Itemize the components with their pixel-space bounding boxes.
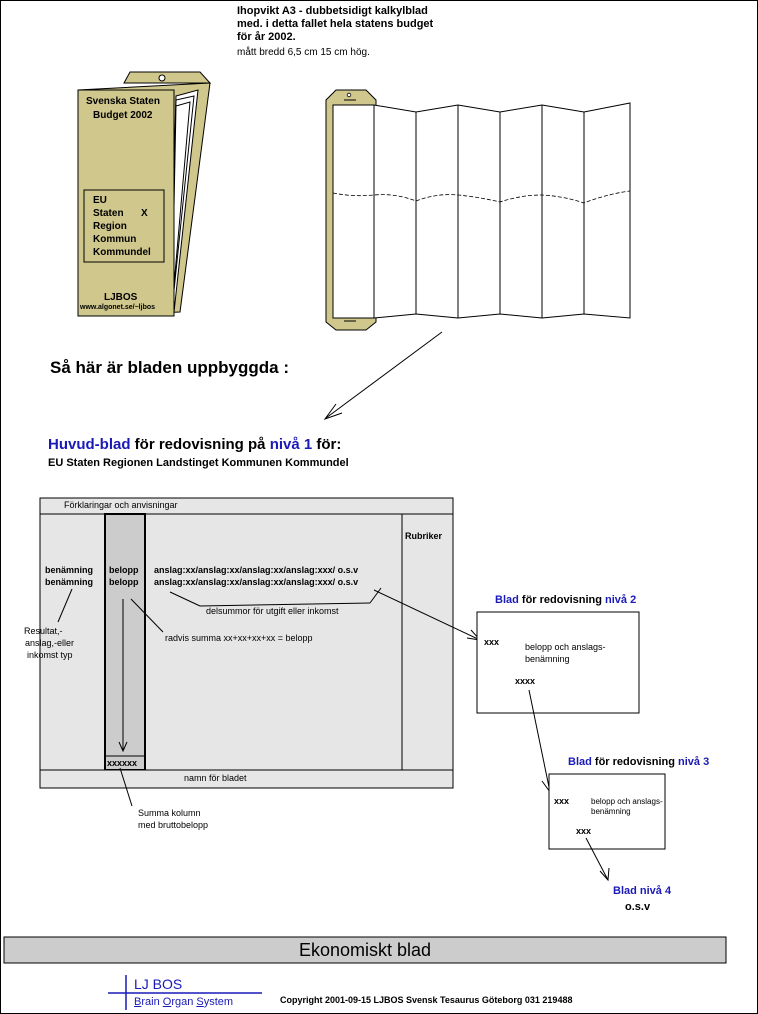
- main-heading-part-3: nivå 1: [269, 436, 313, 453]
- sheet-rubriker: Rubriker: [405, 531, 443, 541]
- logo-rain: rain: [141, 996, 163, 1008]
- intro-line-4: mått bredd 6,5 cm 15 cm hög.: [237, 47, 370, 58]
- level-2-heading-b: för redovisning: [518, 594, 606, 606]
- folder-option-eu: EU: [93, 195, 107, 206]
- folder-url: www.algonet.se/~ljbos: [80, 304, 156, 311]
- level-3-heading-b: för redovisning: [591, 756, 679, 768]
- level-2-xxx: xxx: [484, 637, 500, 647]
- folder-option-region: Region: [93, 221, 127, 232]
- level-3-xxx-2: xxx: [576, 826, 592, 836]
- sheet-benamning-2: benämning: [45, 577, 94, 587]
- sheet-resultat-1: Resultat,-: [24, 626, 63, 636]
- sheet-anslag-1: anslag:xx/anslag:xx/anslag:xx/anslag:xxx…: [154, 565, 359, 575]
- folder-option-mark: X: [141, 208, 148, 219]
- level-2-xxxx: xxxx: [515, 676, 536, 686]
- level-2-heading: Blad för redovisning nivå 2: [495, 594, 636, 607]
- sheet-benamning-1: benämning: [45, 565, 94, 575]
- folder-option-kommun: Kommun: [93, 234, 137, 245]
- sheet-belopp-2: belopp: [109, 577, 139, 587]
- sheet-delsummor: delsummor för utgift eller inkomst: [206, 606, 339, 616]
- sheet-belopp-1: belopp: [109, 565, 139, 575]
- sheet-anslag-2: anslag:xx/anslag:xx/anslag:xx/anslag:xxx…: [154, 577, 359, 587]
- intro-line-1: Ihopvikt A3 - dubbetsidigt kalkylblad: [237, 5, 428, 17]
- banner-box: [3, 936, 727, 964]
- sheet-footer-text: namn för bladet: [184, 773, 247, 783]
- folder-title-2: Budget 2002: [93, 110, 153, 121]
- structure-heading: Så här är bladen uppbyggda :: [50, 358, 289, 377]
- sheet-header-text: Förklaringar och anvisningar: [64, 500, 178, 510]
- level-2-desc-2: benämning: [525, 654, 570, 664]
- folder-brand: LJBOS: [104, 292, 138, 303]
- logo-ystem: ystem: [203, 996, 234, 1008]
- level-3-desc-2: benämning: [591, 807, 631, 816]
- level-3-heading-c: nivå 3: [678, 756, 710, 768]
- sheet-column-sum: xxxxxx: [107, 758, 138, 768]
- main-heading-sub: EU Staten Regionen Landstinget Kommunen …: [48, 457, 349, 469]
- logo-s: S: [196, 996, 204, 1008]
- logo-line-1: LJ BOS: [134, 976, 183, 992]
- folder-option-kommundel: Kommundel: [93, 247, 151, 258]
- main-heading: Huvud-blad för redovisning på nivå 1 för…: [48, 436, 341, 454]
- sheet-resultat-3: inkomst typ: [27, 650, 73, 660]
- logo-b: B: [134, 996, 142, 1008]
- level-3-box: [548, 773, 666, 850]
- folded-booklet-illustration: [77, 71, 212, 317]
- sheet-radvis: radvis summa xx+xx+xx+xx = belopp: [165, 633, 313, 643]
- copyright: Copyright 2001-09-15 LJBOS Svensk Tesaur…: [280, 995, 573, 1005]
- intro-line-3: för år 2002.: [237, 31, 296, 43]
- level-2-desc-1: belopp och anslags-: [525, 642, 606, 652]
- main-heading-part-2: för redovisning på: [130, 436, 270, 453]
- level-4-osv: o.s.v: [625, 901, 651, 913]
- intro-line-2: med. i detta fallet hela statens budget: [237, 18, 434, 30]
- main-heading-part-4: för:: [312, 436, 342, 453]
- logo-line-2: Brain Organ System: [134, 996, 233, 1009]
- summa-kolumn-2: med bruttobelopp: [138, 820, 209, 830]
- level-2-box: [476, 611, 640, 714]
- sheet-resultat-2: anslag,-eller: [25, 638, 75, 648]
- unfolded-sheet-illustration: [325, 89, 631, 331]
- level-2-heading-a: Blad: [495, 594, 519, 606]
- summa-kolumn-1: Summa kolumn: [138, 808, 201, 818]
- folder-title-1: Svenska Staten: [86, 96, 160, 107]
- main-sheet-diagram: [39, 497, 454, 789]
- folder-option-staten: Staten: [93, 208, 124, 219]
- level-3-heading: Blad för redovisning nivå 3: [568, 756, 709, 769]
- level-3-heading-a: Blad: [568, 756, 592, 768]
- logo-o: O: [162, 996, 172, 1008]
- level-4-heading: Blad nivå 4: [613, 885, 672, 897]
- level-3-xxx: xxx: [554, 796, 570, 806]
- level-2-heading-c: nivå 2: [605, 594, 637, 606]
- banner-title: Ekonomiskt blad: [298, 940, 432, 960]
- main-heading-part-1: Huvud-blad: [48, 436, 131, 453]
- level-3-desc-1: belopp och anslags-: [591, 797, 663, 806]
- logo-rgan: rgan: [171, 996, 197, 1008]
